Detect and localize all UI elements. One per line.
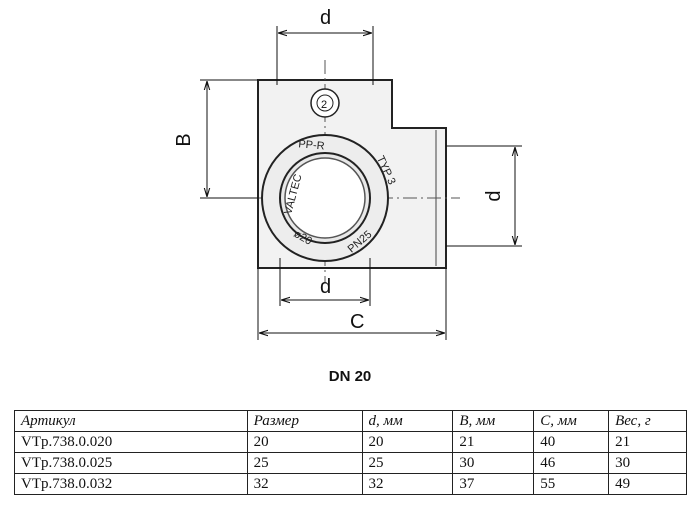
spec-table: Артикул Размер d, мм B, мм C, мм Вес, г … bbox=[14, 410, 687, 495]
table-row: VTp.738.0.025 25 25 30 46 30 bbox=[14, 452, 687, 474]
cell-article: VTp.738.0.020 bbox=[14, 431, 248, 453]
cell-b: 37 bbox=[452, 473, 535, 495]
ring-text-material: PP-R bbox=[298, 138, 325, 152]
cell-d: 32 bbox=[361, 473, 454, 495]
table-row: VTp.738.0.020 20 20 21 40 21 bbox=[14, 431, 687, 453]
label-right-d: d bbox=[483, 190, 505, 201]
dimension-left-b bbox=[200, 79, 258, 199]
stamp-number: 2 bbox=[321, 99, 327, 111]
label-left-b: B bbox=[173, 133, 195, 146]
dimension-bottom-c bbox=[257, 268, 447, 340]
cell-c: 40 bbox=[533, 431, 610, 453]
table-row: VTp.738.0.032 32 32 37 55 49 bbox=[14, 473, 687, 495]
dimension-bottom-inner-d bbox=[279, 258, 371, 306]
cell-size: 20 bbox=[246, 431, 363, 453]
dimension-top-d bbox=[276, 26, 374, 85]
date-stamp: 2 bbox=[310, 88, 340, 118]
label-bottom-inner-d: d bbox=[320, 276, 331, 298]
header-c: C, мм bbox=[533, 410, 610, 432]
cell-weight: 21 bbox=[608, 431, 687, 453]
cell-size: 25 bbox=[246, 452, 363, 474]
cell-c: 55 bbox=[533, 473, 610, 495]
label-top-d: d bbox=[320, 7, 331, 29]
cell-weight: 49 bbox=[608, 473, 687, 495]
header-weight: Вес, г bbox=[608, 410, 687, 432]
drawing-caption: DN 20 bbox=[328, 368, 372, 385]
tee-fitting-drawing: PP-R TYP 3 PN25 ø20 VALTEC 2 d B d d bbox=[173, 7, 522, 340]
dimension-right-d bbox=[446, 145, 522, 247]
socket-ring bbox=[261, 134, 389, 262]
cell-d: 20 bbox=[361, 431, 454, 453]
cell-b: 30 bbox=[452, 452, 535, 474]
label-bottom-c: C bbox=[350, 311, 364, 333]
cell-weight: 30 bbox=[608, 452, 687, 474]
header-article: Артикул bbox=[14, 410, 248, 432]
header-d: d, мм bbox=[361, 410, 454, 432]
cell-b: 21 bbox=[452, 431, 535, 453]
cell-article: VTp.738.0.032 bbox=[14, 473, 248, 495]
cell-size: 32 bbox=[246, 473, 363, 495]
cell-d: 25 bbox=[361, 452, 454, 474]
table-header-row: Артикул Размер d, мм B, мм C, мм Вес, г bbox=[14, 410, 687, 432]
header-b: B, мм bbox=[452, 410, 535, 432]
header-size: Размер bbox=[246, 410, 363, 432]
cell-c: 46 bbox=[533, 452, 610, 474]
cell-article: VTp.738.0.025 bbox=[14, 452, 248, 474]
